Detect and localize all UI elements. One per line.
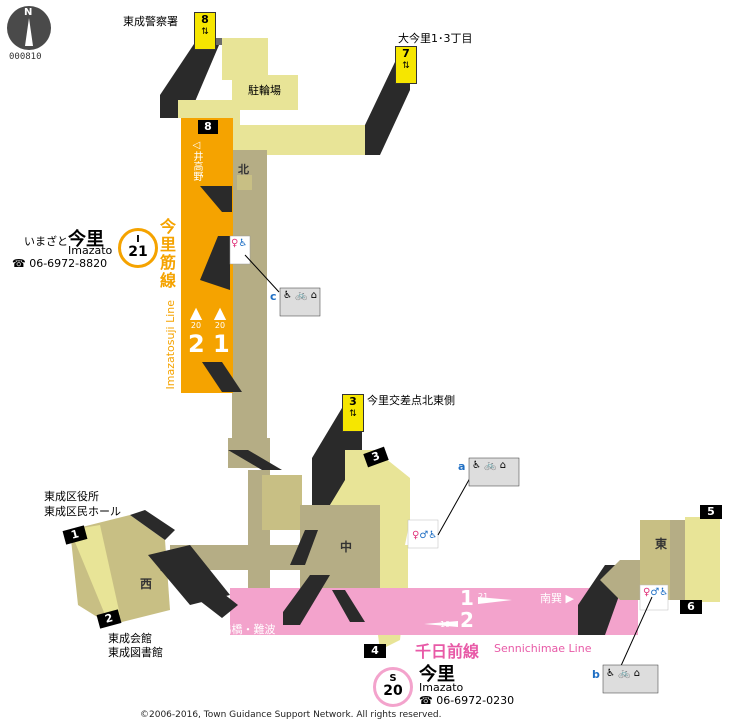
station-kanji: 今里 bbox=[68, 229, 104, 250]
exit3-elevator-badge[interactable]: 3 ⇅ bbox=[342, 394, 364, 432]
station-hiragana: いまざと bbox=[24, 235, 68, 248]
sennichimae-next-west: 19 bbox=[440, 620, 451, 629]
east-zone-label: 東 bbox=[655, 537, 668, 551]
middle-zone-label: 中 bbox=[340, 540, 353, 554]
compass-icon: N bbox=[7, 6, 51, 50]
sennichimae-romaji: Imazato bbox=[419, 681, 464, 694]
exit4-badge[interactable]: 4 bbox=[364, 644, 386, 658]
exit8-destination: 東成警察署 bbox=[123, 15, 178, 28]
copyright: ©2006-2016, Town Guidance Support Networ… bbox=[140, 710, 442, 720]
sennichimae-station-kanji: 今里 bbox=[419, 664, 455, 685]
imazatosuji-romaji: Imazato bbox=[68, 244, 113, 257]
exit8-stair bbox=[160, 38, 222, 118]
exit2-destination-line2: 東成図書館 bbox=[108, 646, 163, 659]
sennichimae-track2: 2 bbox=[460, 608, 474, 632]
compass-north-label: N bbox=[24, 7, 33, 18]
platform-exit8-badge: 8 bbox=[198, 120, 218, 134]
elevator-icon: ⇅ bbox=[402, 61, 410, 71]
imazatosuji-direction: ◁井高野 bbox=[191, 140, 202, 181]
toilet-icon: ♀♿ bbox=[231, 238, 248, 249]
sennichimae-line-name-en: Sennichimae Line bbox=[494, 642, 592, 655]
sennichimae-dir-east: 南巽 ▶ bbox=[540, 592, 574, 605]
facility-box-c bbox=[279, 287, 321, 317]
exit7-elevator-badge[interactable]: 7 ⇅ bbox=[395, 46, 417, 84]
exit3-stair bbox=[312, 408, 362, 505]
exit7-stair bbox=[365, 62, 410, 155]
facility-c-label: c bbox=[270, 290, 277, 303]
facility-a-icons: ♿ 🚲 ⌂ bbox=[472, 460, 507, 471]
bicycle-parking-label: 駐輪場 bbox=[248, 84, 281, 97]
track1-next: ▲ 20 bbox=[213, 303, 227, 331]
exit5-badge[interactable]: 5 bbox=[700, 505, 722, 519]
bicycle-parking-area bbox=[222, 38, 298, 110]
north-corridor bbox=[232, 150, 267, 440]
sennichimae-phone: ☎ 06-6972-0230 bbox=[419, 694, 515, 707]
imazatosuji-track2: 2 bbox=[188, 330, 205, 358]
sennichimae-station-code: S 20 bbox=[373, 667, 413, 707]
sennichimae-next-east: 21 bbox=[478, 592, 489, 601]
facility-box-a bbox=[468, 457, 520, 487]
exit1-destination-line1: 東成区役所 bbox=[44, 490, 99, 503]
exit2-destination-line1: 東成会館 bbox=[108, 632, 152, 645]
exit8-elevator-badge[interactable]: 8 ⇅ bbox=[194, 12, 216, 50]
sennichimae-line-name: 千日前線 bbox=[415, 642, 480, 661]
toilet-icon: ♀♂♿ bbox=[412, 530, 438, 541]
exit7-number: 7 bbox=[402, 47, 410, 60]
facility-box-b bbox=[602, 664, 659, 694]
facility-b-icons: ♿ 🚲 ⌂ bbox=[606, 668, 641, 679]
exit1-destination-line2: 東成区民ホール bbox=[44, 505, 121, 518]
map-id: 000810 bbox=[9, 52, 42, 62]
north-concourse bbox=[178, 100, 365, 200]
imazatosuji-line-name: 今里筋線 bbox=[160, 217, 177, 290]
imazatosuji-phone: ☎ 06-6972-8820 bbox=[12, 257, 108, 270]
exit6-badge[interactable]: 6 bbox=[680, 600, 702, 614]
exit3-number: 3 bbox=[349, 395, 357, 408]
track2-next: ▲ 20 bbox=[189, 303, 203, 331]
exit3-concourse bbox=[330, 450, 410, 545]
exit8-number: 8 bbox=[201, 13, 209, 26]
imazatosuji-track1: 1 bbox=[213, 330, 230, 358]
elevator-icon: ⇅ bbox=[349, 409, 357, 419]
imazatosuji-station-name: いまざと今里 bbox=[24, 225, 104, 251]
north-zone-label: 北 bbox=[238, 163, 249, 176]
west-zone-label: 西 bbox=[140, 577, 153, 591]
sennichimae-dir-west: ◁鶴橋・難波 bbox=[212, 623, 276, 636]
facility-b-label: b bbox=[592, 668, 600, 681]
exit7-destination: 大今里1･3丁目 bbox=[398, 32, 473, 45]
facility-c-icons: ♿ 🚲 ⌂ bbox=[283, 290, 318, 301]
platform-escalator bbox=[200, 236, 230, 290]
imazatosuji-station-code: I 21 bbox=[118, 228, 158, 268]
sennichimae-track1: 1 bbox=[460, 586, 474, 610]
toilet-icon: ♀♂♿ bbox=[643, 587, 669, 598]
facility-a-label: a bbox=[458, 460, 466, 473]
elevator-icon: ⇅ bbox=[201, 27, 209, 37]
imazatosuji-line-name-en: Imazatosuji Line bbox=[164, 300, 177, 390]
exit3-destination: 今里交差点北東側 bbox=[367, 394, 455, 407]
